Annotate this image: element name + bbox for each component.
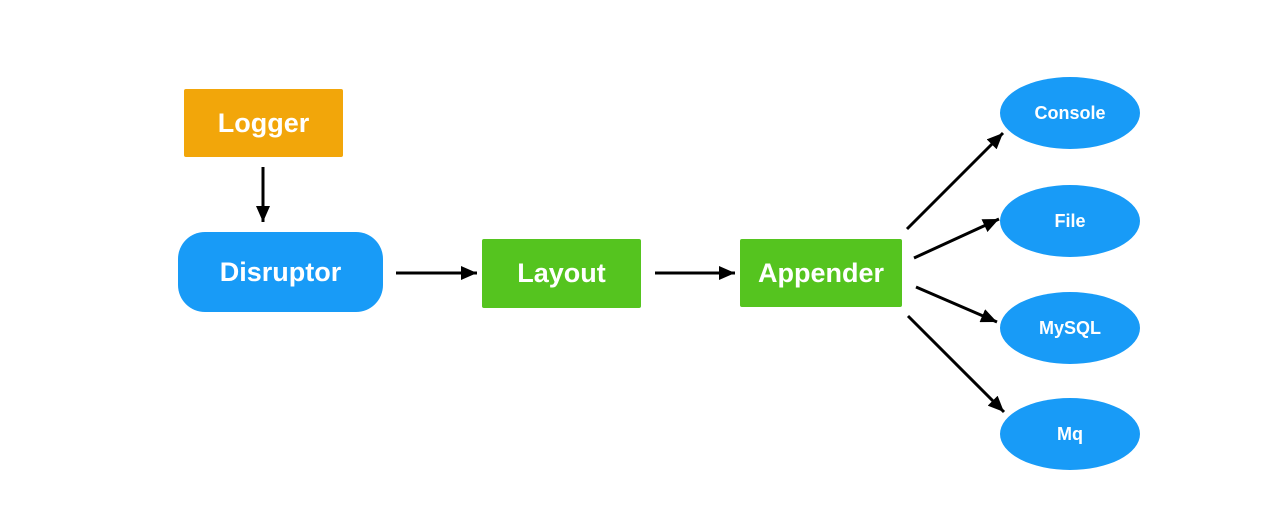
edge-appender-mysql [915, 285, 998, 324]
node-mysql: MySQL [1000, 292, 1140, 364]
node-disruptor: Disruptor [178, 232, 383, 312]
edge-appender-mq [906, 314, 1006, 414]
node-layout: Layout [482, 239, 641, 308]
node-logger: Logger [184, 89, 343, 157]
node-mq: Mq [1000, 398, 1140, 470]
node-mysql-label: MySQL [1038, 317, 1101, 338]
node-console: Console [1000, 77, 1140, 149]
node-file: File [1000, 185, 1140, 257]
edge-appender-console [905, 131, 1005, 231]
node-appender-label: Appender [757, 257, 884, 288]
node-logger-label: Logger [217, 107, 310, 138]
node-console-label: Console [1034, 102, 1106, 123]
edge-appender-file [913, 217, 1000, 260]
node-layout-label: Layout [517, 258, 606, 288]
node-disruptor-label: Disruptor [219, 256, 342, 287]
node-mq-label: Mq [1057, 423, 1083, 444]
node-appender: Appender [740, 239, 902, 307]
node-file-label: File [1054, 210, 1086, 231]
